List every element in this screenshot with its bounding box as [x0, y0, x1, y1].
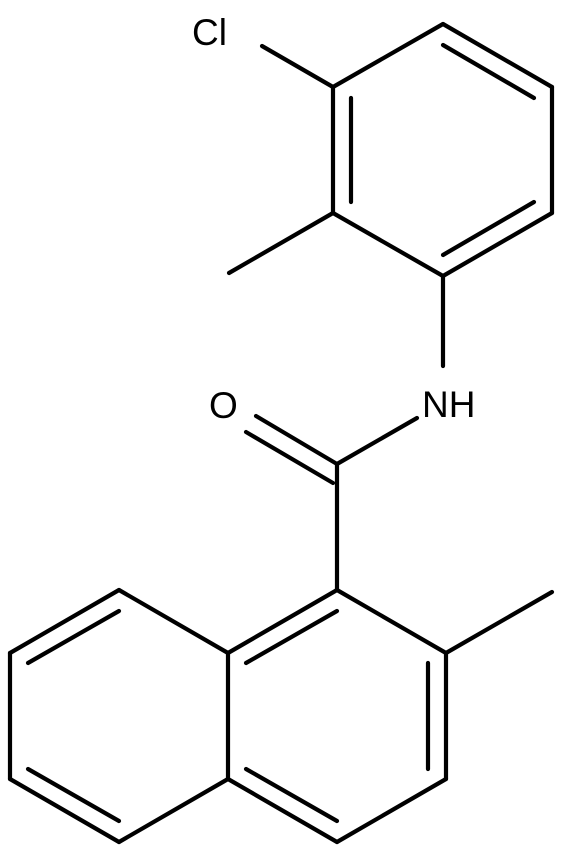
- oxygen-label: O: [209, 385, 238, 426]
- bond: [7, 776, 122, 845]
- nh-label: NH: [422, 384, 475, 425]
- double-bond-inner: [243, 766, 340, 824]
- double-bond-inner: [440, 42, 537, 101]
- bond: [225, 776, 340, 845]
- naphthalene-rings: [7, 587, 449, 845]
- bond: [225, 587, 340, 656]
- double-bond-inner: [25, 766, 122, 824]
- carbonyl-double-bond-1: [253, 413, 340, 467]
- bond: [116, 776, 231, 845]
- bond: [440, 21, 555, 90]
- cl-bond: [259, 43, 336, 90]
- bond: [440, 210, 555, 279]
- chlorine-label: Cl: [192, 12, 227, 53]
- bond: [334, 587, 449, 656]
- methyl-bond-lower: [443, 589, 555, 656]
- carbonyl-double-bond-2: [243, 429, 336, 486]
- double-bond-inner: [440, 199, 537, 258]
- methyl-bond-upper: [226, 210, 336, 276]
- bond: [330, 210, 446, 279]
- n-carbonyl-bond: [334, 415, 420, 467]
- bond: [330, 21, 446, 90]
- bond: [334, 776, 449, 845]
- bond: [7, 587, 122, 656]
- double-bond-inner: [243, 608, 340, 666]
- bond: [116, 587, 231, 656]
- double-bond-inner: [25, 608, 122, 666]
- chlorophenyl-ring: [330, 21, 555, 279]
